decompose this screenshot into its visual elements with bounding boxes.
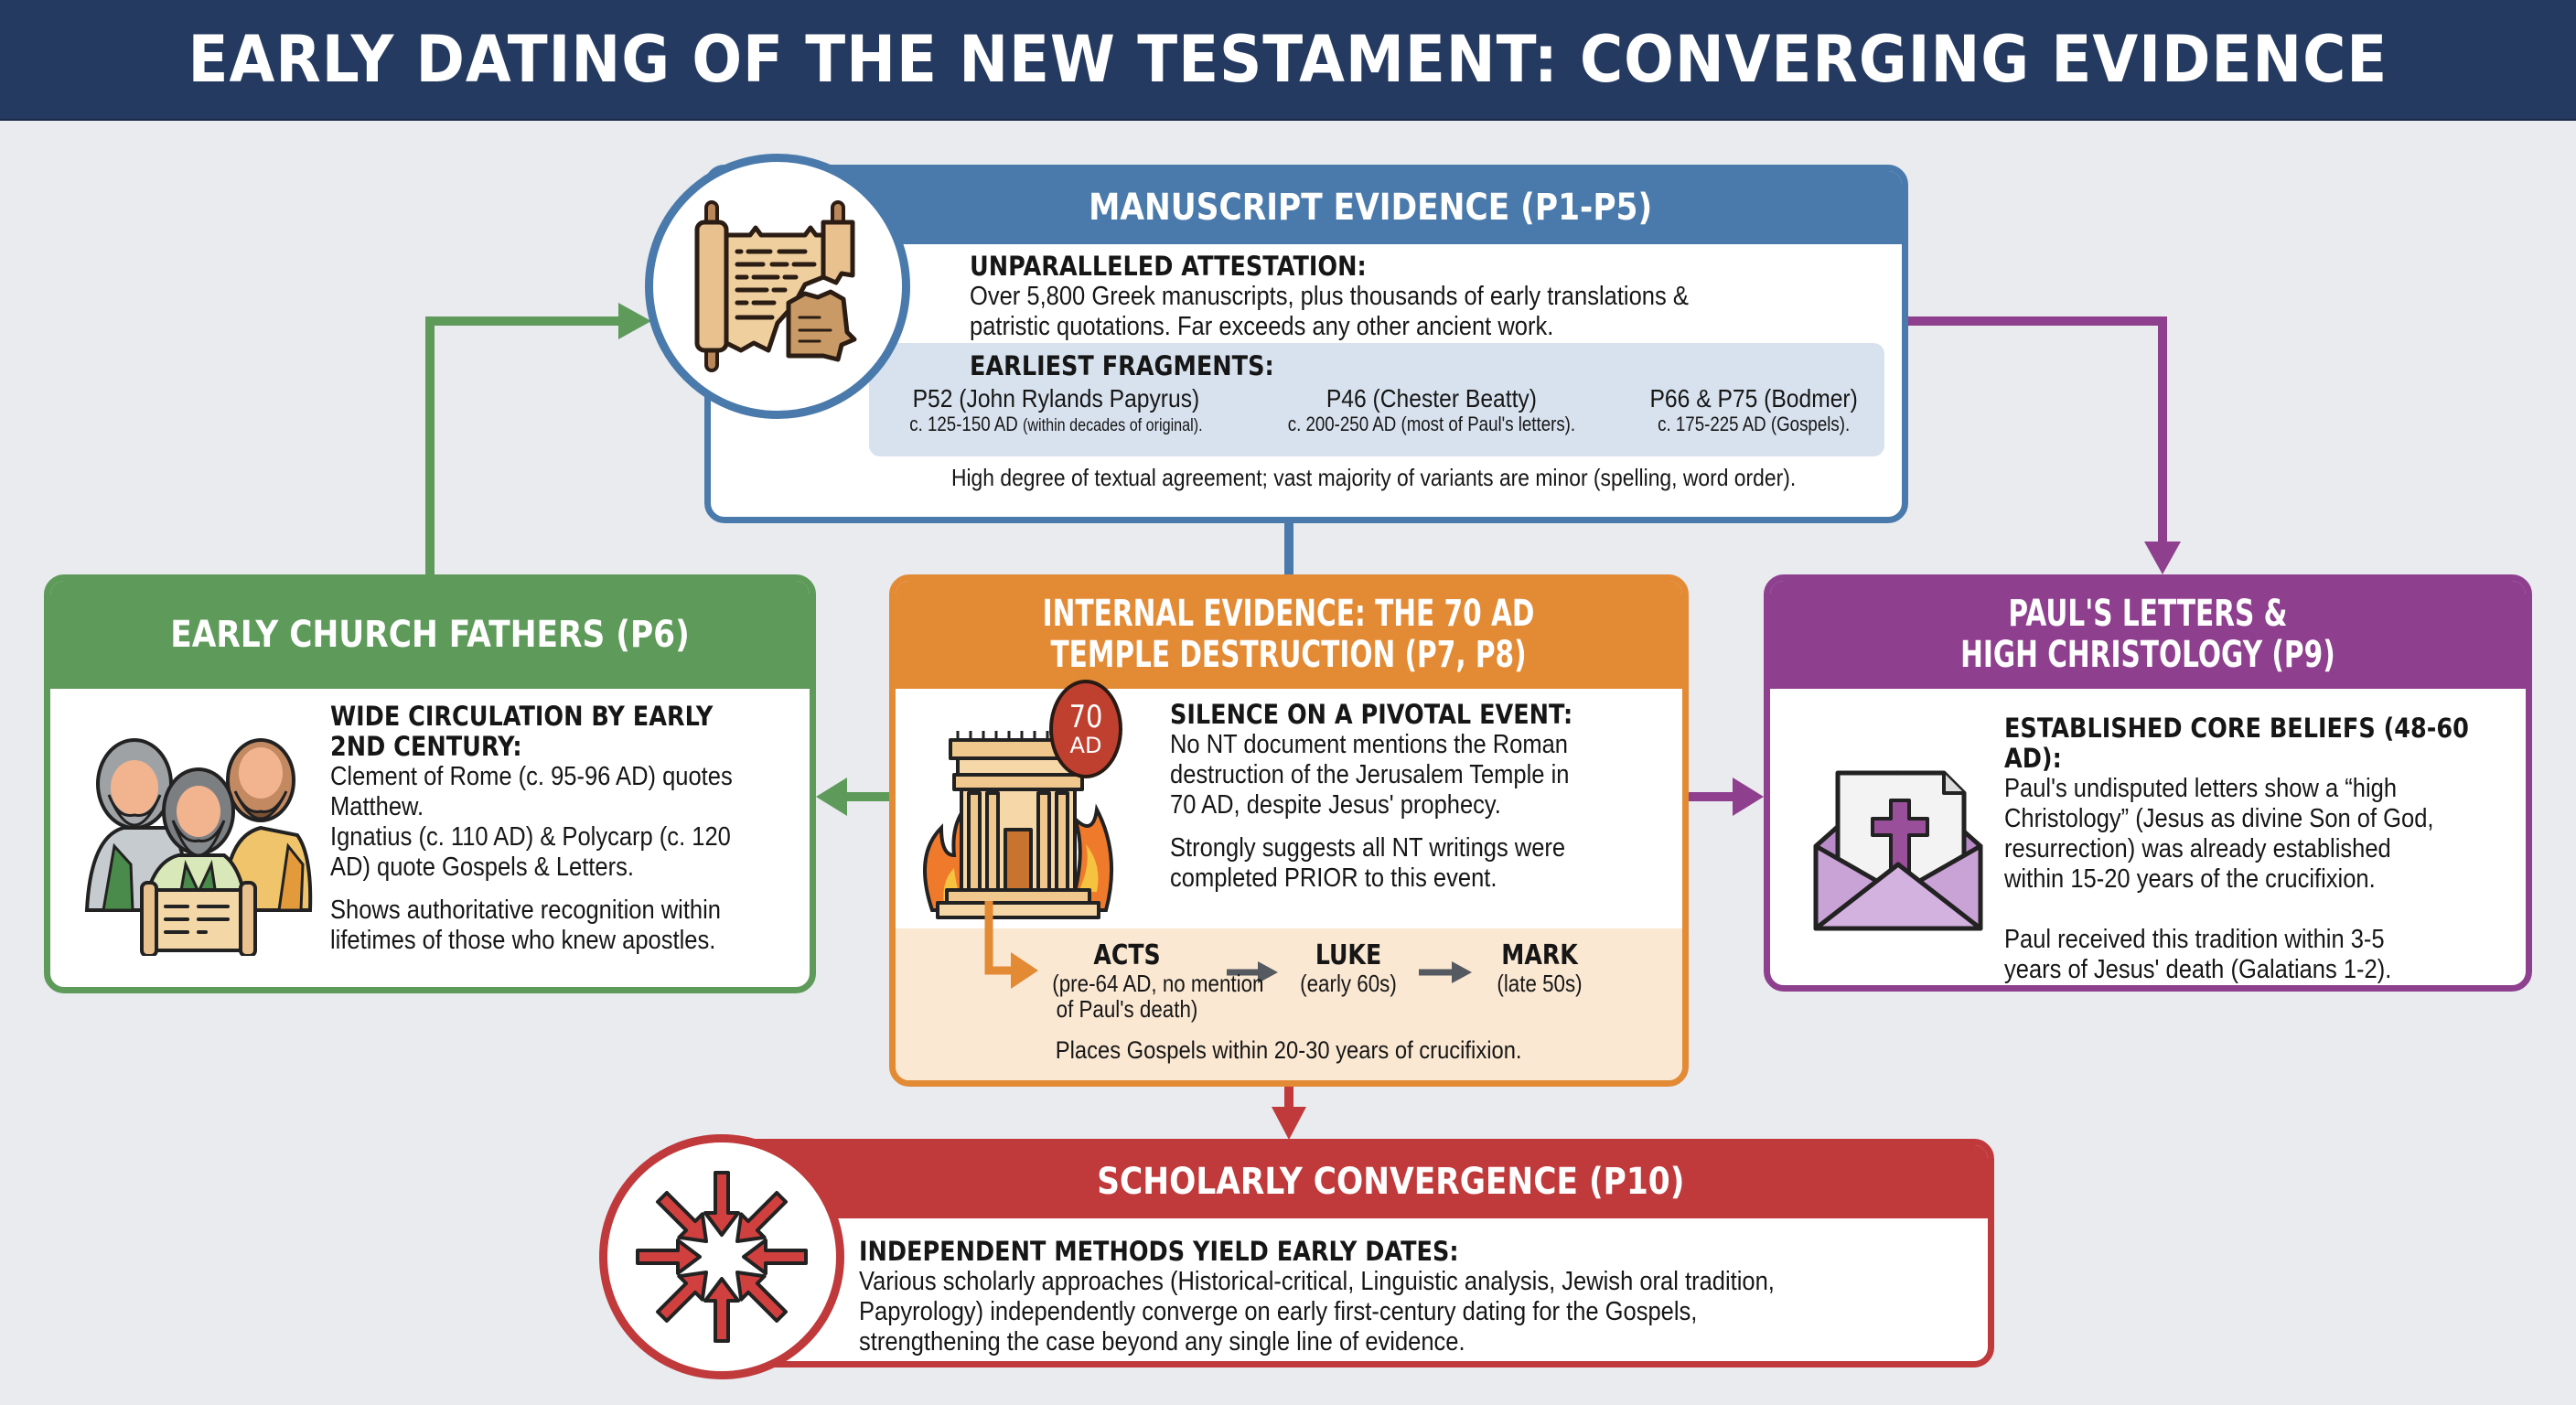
text-line: Paul received this tradition within 3-5 bbox=[2004, 925, 2385, 954]
church-fathers-title: WIDE CIRCULATION BY EARLY bbox=[330, 701, 714, 732]
converging-arrows-icon bbox=[636, 1171, 808, 1343]
fragment-item: P52 (John Rylands Papyrus) c. 125-150 AD… bbox=[884, 385, 1229, 438]
church-fathers-icon bbox=[84, 738, 313, 956]
text-line: Clement of Rome (c. 95-96 AD) quotes bbox=[330, 762, 733, 791]
fragment-name: P52 (John Rylands Papyrus) bbox=[912, 384, 1200, 413]
text-line: Christology” (Jesus as divine Son of God… bbox=[2004, 804, 2434, 833]
fragments-title: EARLIEST FRAGMENTS: bbox=[970, 350, 1274, 381]
fragment-note: (within decades of original). bbox=[1022, 416, 1203, 435]
timeline-conclusion: Places Gospels within 20-30 years of cru… bbox=[1056, 1036, 1522, 1064]
text-line: years of Jesus' death (Galatians 1-2). bbox=[2004, 955, 2392, 984]
attestation-block: UNPARALLELED ATTESTATION: Over 5,800 Gre… bbox=[970, 252, 1884, 342]
text-line: Ignatius (c. 110 AD) & Polycarp (c. 120 bbox=[330, 822, 731, 852]
attestation-line: patristic quotations. Far exceeds any ot… bbox=[970, 312, 1554, 341]
fragment-item: P66 & P75 (Bodmer) c. 175-225 AD (Gospel… bbox=[1636, 385, 1872, 438]
manuscript-heading: MANUSCRIPT EVIDENCE (P1-P5) bbox=[711, 171, 1902, 244]
fragment-note: (Gospels). bbox=[1770, 413, 1850, 435]
arrow-right-icon bbox=[1419, 961, 1472, 983]
page-title: EARLY DATING OF THE NEW TESTAMENT: CONVE… bbox=[188, 22, 2388, 97]
text-line: within 15-20 years of the crucifixion. bbox=[2004, 864, 2376, 894]
envelope-cross-icon bbox=[1813, 770, 1983, 931]
text-line: lifetimes of those who knew apostles. bbox=[330, 926, 716, 955]
internal-evidence-text: SILENCE ON A PIVOTAL EVENT: No NT docume… bbox=[1170, 700, 1682, 894]
connector-fathers-to-manuscript bbox=[425, 303, 651, 576]
timeline-item-luke: LUKE (early 60s) bbox=[1300, 939, 1397, 997]
text-line: strengthening the case beyond any single… bbox=[859, 1327, 1465, 1357]
church-fathers-title: 2ND CENTURY: bbox=[330, 731, 522, 762]
fragment-note: (most of Paul's letters). bbox=[1401, 413, 1576, 435]
title-bar: EARLY DATING OF THE NEW TESTAMENT: CONVE… bbox=[0, 0, 2576, 121]
convergence-title: INDEPENDENT METHODS YIELD EARLY DATES: bbox=[859, 1236, 1459, 1267]
convergence-icon-circle bbox=[599, 1134, 844, 1379]
timeline-item-mark: MARK (late 50s) bbox=[1497, 939, 1583, 997]
text-line: resurrection) was already established bbox=[2004, 834, 2391, 863]
fragment-date: c. 125-150 AD bbox=[909, 413, 1018, 435]
text-line: completed PRIOR to this event. bbox=[1170, 863, 1497, 893]
timeline-item-acts: ACTS (pre-64 AD, no mention of Paul's de… bbox=[1052, 939, 1264, 1023]
fragment-date: c. 200-250 AD bbox=[1288, 413, 1397, 435]
fragment-name: P46 (Chester Beatty) bbox=[1326, 384, 1538, 413]
fragments-box: EARLIEST FRAGMENTS: P52 (John Rylands Pa… bbox=[869, 343, 1884, 456]
pauls-letters-text: ESTABLISHED CORE BELIEFS (48-60 AD): Pau… bbox=[2004, 713, 2526, 985]
scroll-fragments-icon bbox=[694, 200, 857, 372]
text-line: Papyrology) independently converge on ea… bbox=[859, 1297, 1698, 1326]
text-line: Various scholarly approaches (Historical… bbox=[859, 1267, 1775, 1296]
convergence-heading: SCHOLARLY CONVERGENCE (P10) bbox=[702, 1145, 1988, 1218]
year-70-badge: 70 AD bbox=[1049, 680, 1122, 778]
agreement-note: High degree of textual agreement; vast m… bbox=[951, 464, 1797, 491]
manuscript-evidence-card: MANUSCRIPT EVIDENCE (P1-P5) UNPARALLELED… bbox=[704, 165, 1908, 523]
connector-internal-to-fathers bbox=[816, 778, 893, 816]
church-fathers-text: WIDE CIRCULATION BY EARLY 2ND CENTURY: C… bbox=[330, 701, 810, 956]
text-line: Strongly suggests all NT writings were bbox=[1170, 833, 1566, 863]
burning-temple-icon bbox=[923, 731, 1114, 919]
timeline-arrows bbox=[984, 901, 1472, 989]
fragment-item: P46 (Chester Beatty) c. 200-250 AD (most… bbox=[1262, 385, 1601, 438]
text-line: Paul's undisputed letters show a “high bbox=[2004, 774, 2398, 803]
church-fathers-heading: EARLY CHURCH FATHERS (P6) bbox=[50, 581, 810, 689]
pauls-letters-title: ESTABLISHED CORE BELIEFS (48-60 AD): bbox=[2004, 713, 2469, 774]
fragment-date: c. 175-225 AD bbox=[1657, 413, 1766, 435]
attestation-line: Over 5,800 Greek manuscripts, plus thous… bbox=[970, 282, 1689, 311]
gospel-timeline: ACTS (pre-64 AD, no mention of Paul's de… bbox=[896, 901, 1682, 1080]
pauls-letters-card: PAUL'S LETTERS &HIGH CHRISTOLOGY (P9) ES… bbox=[1764, 574, 2532, 992]
fragment-name: P66 & P75 (Bodmer) bbox=[1649, 384, 1858, 413]
text-line: Shows authoritative recognition within bbox=[330, 896, 721, 925]
scholarly-convergence-card: SCHOLARLY CONVERGENCE (P10) INDEPENDENT … bbox=[695, 1139, 1994, 1367]
pauls-letters-heading: PAUL'S LETTERS &HIGH CHRISTOLOGY (P9) bbox=[1770, 581, 2526, 689]
connector-internal-to-convergence bbox=[1272, 1085, 1306, 1140]
text-line: Matthew. bbox=[330, 792, 424, 821]
text-line: AD) quote Gospels & Letters. bbox=[330, 853, 634, 882]
text-line: 70 AD, despite Jesus' prophecy. bbox=[1170, 790, 1501, 820]
connector-manuscript-to-pauls bbox=[1906, 316, 2181, 574]
convergence-text: INDEPENDENT METHODS YIELD EARLY DATES: V… bbox=[859, 1237, 1957, 1357]
manuscript-icon-circle bbox=[645, 154, 910, 419]
text-line: destruction of the Jerusalem Temple in bbox=[1170, 760, 1570, 789]
connector-internal-to-pauls bbox=[1689, 778, 1764, 816]
arrow-right-icon bbox=[1227, 961, 1278, 983]
attestation-title: UNPARALLELED ATTESTATION: bbox=[970, 251, 1367, 282]
internal-evidence-title: SILENCE ON A PIVOTAL EVENT: bbox=[1170, 699, 1573, 730]
church-fathers-card: EARLY CHURCH FATHERS (P6) WIDE CIRCULAT bbox=[44, 574, 816, 993]
text-line: No NT document mentions the Roman bbox=[1170, 730, 1569, 759]
